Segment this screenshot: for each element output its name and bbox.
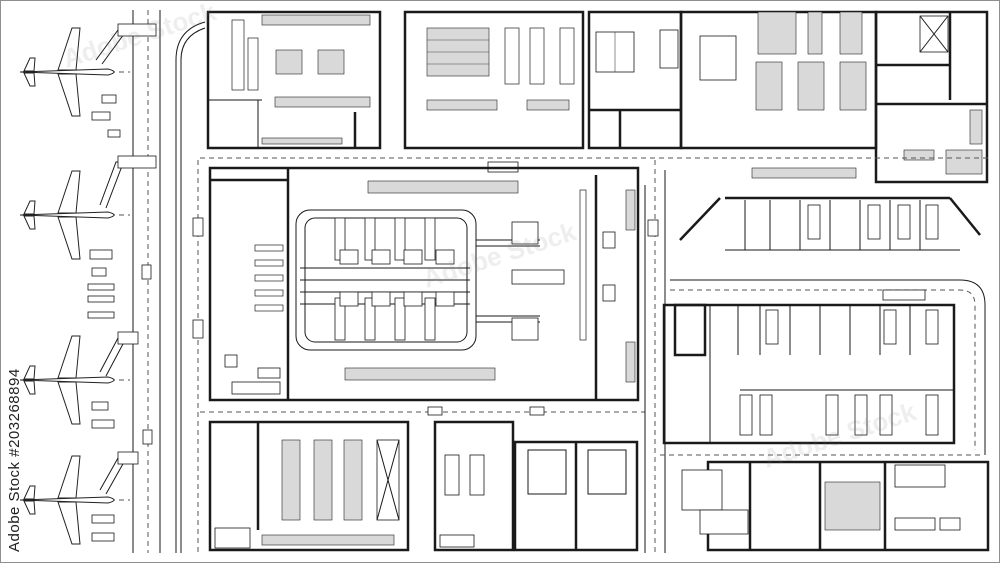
airplane-icon xyxy=(19,170,115,260)
ground-vehicles xyxy=(87,94,153,542)
watermark-stock-id: #203268894 xyxy=(6,368,23,457)
apron-area xyxy=(20,10,206,553)
airplane-icon xyxy=(19,335,115,425)
airplane-icon xyxy=(19,27,115,117)
jet-bridge-icon xyxy=(95,23,157,65)
airplane-icon xyxy=(19,455,115,545)
loading-dock-upper xyxy=(679,196,981,251)
watermark-brand: Adobe Stock xyxy=(6,461,23,552)
office-building-top xyxy=(587,10,683,150)
jet-bridge-icon xyxy=(99,331,139,377)
jet-bridge-icon xyxy=(99,155,157,209)
watermark-stock-label: Adobe Stock #203268894 xyxy=(6,368,23,552)
workshop-building-bottom xyxy=(433,420,515,552)
hangar-bottom xyxy=(513,440,639,552)
office-building-bottom-right xyxy=(681,460,990,552)
warehouse-building-2 xyxy=(403,10,585,150)
admin-building-corner xyxy=(874,10,989,184)
parking-lot-lower xyxy=(662,303,956,445)
main-sorting-hall xyxy=(208,166,640,402)
warehouse-building-1 xyxy=(206,10,382,150)
warehouse-building-3 xyxy=(679,10,878,179)
storage-building-bottom-1 xyxy=(208,420,410,552)
jet-bridge-icon xyxy=(99,451,139,495)
road-vehicles xyxy=(192,161,926,416)
conveyor-system xyxy=(295,189,587,351)
